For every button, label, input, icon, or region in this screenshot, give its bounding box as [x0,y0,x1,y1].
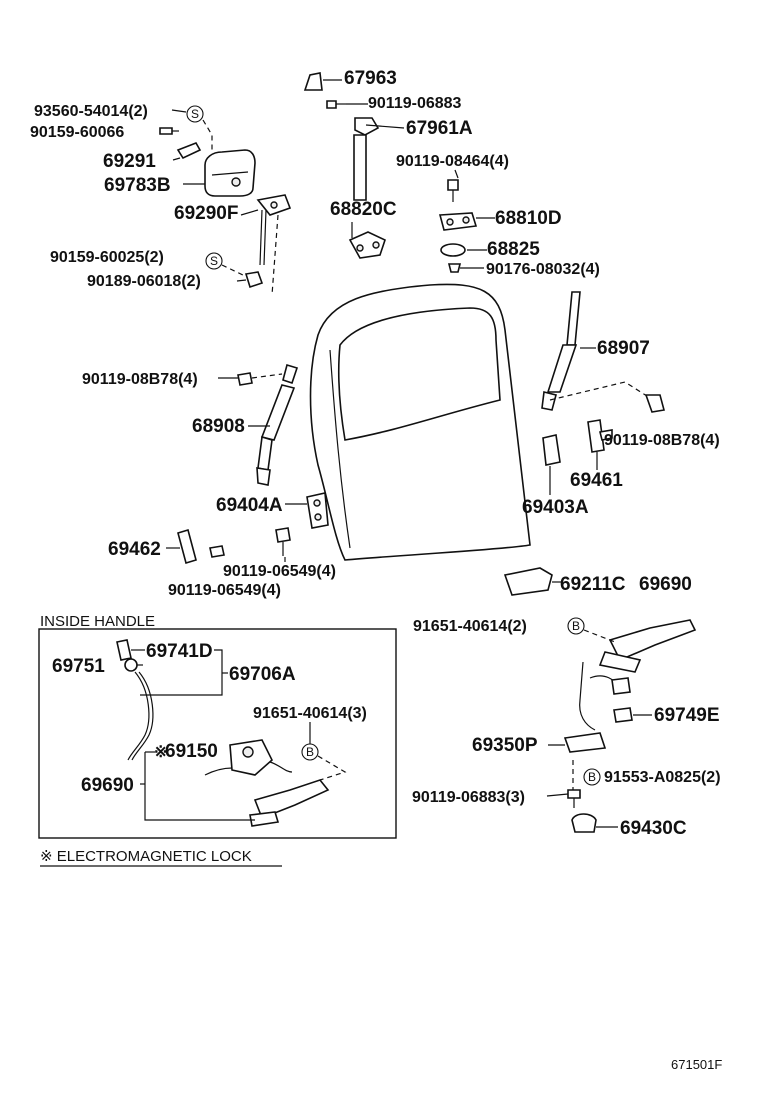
label-69741D: 69741D [146,641,213,662]
inside-handle-parts: B [116,639,347,827]
label-69404A: 69404A [216,495,283,516]
label-69706A: 69706A [229,664,296,685]
label-69690-box: 69690 [81,775,134,796]
label-69749E: 69749E [654,705,720,726]
circle-b-text-2: B [588,770,596,784]
label-69461: 69461 [570,470,623,491]
label-69150: 69150 [165,741,218,762]
label-90119-06549-b: 90119-06549(4) [168,582,281,599]
electromagnetic-lock-note: ※ ELECTROMAGNETIC LOCK [40,848,252,865]
label-91651-40614-2: 91651-40614(2) [413,618,527,635]
label-69462: 69462 [108,539,161,560]
back-door-panel [309,283,531,561]
label-93560-54014: 93560-54014(2) [34,103,148,120]
label-67961A: 67961A [406,118,473,139]
label-90119-08464: 90119-08464(4) [396,153,509,170]
lock-parts [177,419,613,565]
circle-b-marker [567,617,585,635]
label-91651-40614-3: 91651-40614(3) [253,705,367,722]
latch-group: B B [503,567,697,833]
circle-s-text: S [191,107,199,121]
label-68908: 68908 [192,416,245,437]
leader-lines [131,79,652,828]
figure-code: 671501F [671,1057,722,1072]
label-star-marker: ※ [154,744,167,761]
label-90119-06549-a: 90119-06549(4) [223,563,336,580]
circle-s-text-2: S [210,254,218,268]
label-90119-06883: 90119-06883 [368,95,462,112]
label-69290F: 69290F [174,203,238,224]
label-69430C: 69430C [620,818,687,839]
label-69403A: 69403A [522,497,589,518]
label-90176-08032: 90176-08032(4) [486,261,600,278]
label-69751: 69751 [52,656,105,677]
label-90159-60066: 90159-60066 [30,124,124,141]
stay-right-68907 [541,291,665,413]
label-69783B: 69783B [104,175,171,196]
label-90119-08B78-left: 90119-08B78(4) [82,371,198,388]
label-90119-06883-3: 90119-06883(3) [412,789,525,806]
stay-left-68908 [237,363,299,486]
label-90189-06018: 90189-06018(2) [87,273,201,290]
label-68810D: 68810D [495,208,562,229]
label-68820C: 68820C [330,199,397,220]
outside-handle-group: S S [159,105,292,296]
circle-b-text-3: B [306,745,314,759]
circle-s-marker [186,105,204,123]
inside-handle-box [38,628,397,839]
label-90119-08B78-right: 90119-08B78(4) [604,432,720,449]
label-90159-60025: 90159-60025(2) [50,249,164,266]
inside-handle-title: INSIDE HANDLE [40,613,155,630]
label-69690-top: 69690 [639,574,692,595]
label-68825: 68825 [487,239,540,260]
label-69350P: 69350P [472,735,538,756]
label-91553-A0825: 91553-A0825(2) [604,769,721,786]
part-labels: 67963 93560-54014(2) 90119-06883 90159-6… [30,68,721,839]
label-69291: 69291 [103,151,156,172]
label-68907: 68907 [597,338,650,359]
hinge-group [303,72,478,273]
label-69211C: 69211C [560,574,626,595]
label-67963: 67963 [344,68,397,89]
circle-b-text: B [572,619,580,633]
